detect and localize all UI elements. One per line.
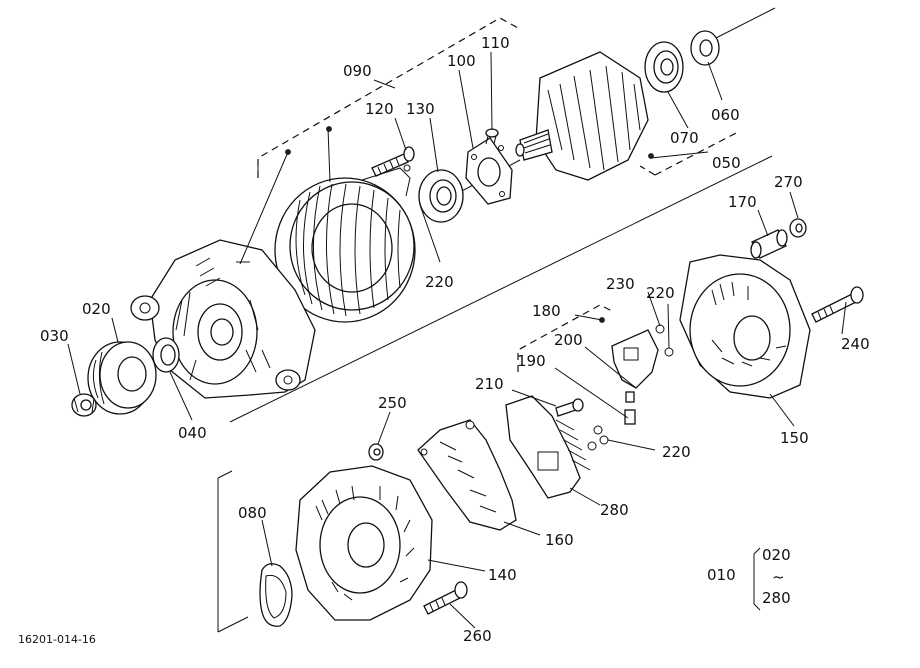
label-130: 130 xyxy=(406,100,435,118)
part-labels: 110 090 100 120 130 220 020 030 040 060 … xyxy=(18,34,870,646)
label-110: 110 xyxy=(481,34,510,52)
label-150: 150 xyxy=(780,429,809,447)
label-040: 040 xyxy=(178,424,207,442)
label-250: 250 xyxy=(378,394,407,412)
brush-190 xyxy=(624,391,636,425)
label-240: 240 xyxy=(841,335,870,353)
label-220a: 220 xyxy=(425,273,454,291)
label-050: 050 xyxy=(712,154,741,172)
rotor-050 xyxy=(515,51,654,181)
label-160: 160 xyxy=(545,531,574,549)
label-100: 100 xyxy=(447,52,476,70)
label-range-to: 280 xyxy=(762,589,791,607)
label-170: 170 xyxy=(728,193,757,211)
diagram-id: 16201-014-16 xyxy=(18,633,96,646)
label-200: 200 xyxy=(554,331,583,349)
label-range-tilde: ~ xyxy=(772,568,785,586)
nut-250 xyxy=(368,443,384,461)
nut-030 xyxy=(71,393,97,417)
label-010: 010 xyxy=(707,566,736,584)
screws-220-lower xyxy=(587,425,609,451)
label-220b: 220 xyxy=(646,284,675,302)
label-280: 280 xyxy=(600,501,629,519)
bolt-260 xyxy=(423,581,468,615)
stator-090 xyxy=(274,126,416,323)
brush-holder-280 xyxy=(505,395,591,499)
spacer-040 xyxy=(152,337,180,373)
label-180: 180 xyxy=(532,302,561,320)
washer-060 xyxy=(690,30,720,66)
bolt-240 xyxy=(811,286,864,323)
label-070: 070 xyxy=(670,129,699,147)
label-190: 190 xyxy=(517,352,546,370)
label-080: 080 xyxy=(238,504,267,522)
label-030: 030 xyxy=(40,327,69,345)
front-housing xyxy=(130,239,316,399)
label-range-from: 020 xyxy=(762,546,791,564)
group-brackets xyxy=(257,17,741,372)
label-210: 210 xyxy=(475,375,504,393)
label-060: 060 xyxy=(711,106,740,124)
leader-lines xyxy=(67,51,847,629)
bearing-130 xyxy=(418,169,464,223)
label-260: 260 xyxy=(463,627,492,645)
gasket-080 xyxy=(259,563,293,627)
retainer-plate-100 xyxy=(465,137,513,205)
sleeve-170 xyxy=(750,229,788,259)
label-090: 090 xyxy=(343,62,372,80)
bolt-120 xyxy=(371,146,415,177)
label-120: 120 xyxy=(365,100,394,118)
rear-housing-140 xyxy=(295,465,433,621)
regulator-230 xyxy=(599,317,674,389)
screw-210 xyxy=(555,398,584,417)
rectifier-160 xyxy=(417,419,517,531)
rear-cover-150 xyxy=(679,254,811,399)
label-020: 020 xyxy=(82,300,111,318)
nut-270 xyxy=(789,218,807,238)
label-230: 230 xyxy=(606,275,635,293)
label-270: 270 xyxy=(774,173,803,191)
pulley-020 xyxy=(87,341,157,415)
label-140: 140 xyxy=(488,566,517,584)
bearing-070 xyxy=(644,41,684,93)
label-220c: 220 xyxy=(662,443,691,461)
